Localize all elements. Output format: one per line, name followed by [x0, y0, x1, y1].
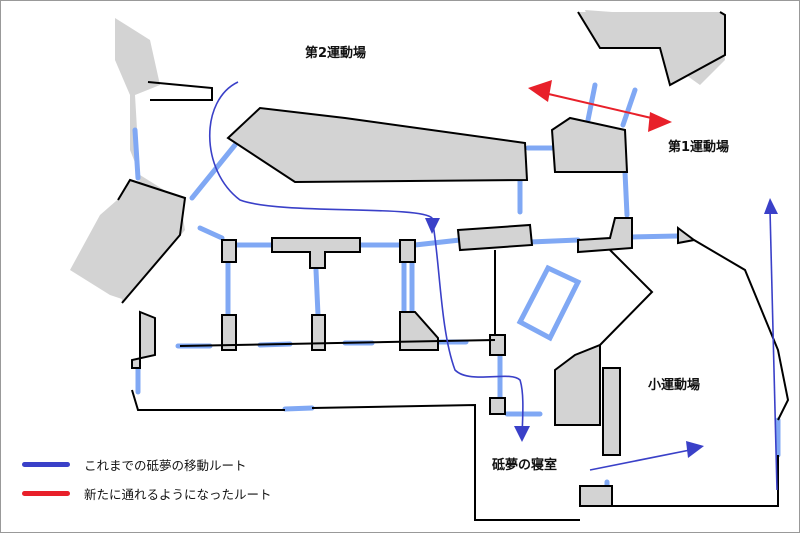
room-2 [221, 314, 237, 351]
room-8 [677, 226, 697, 245]
buildings [117, 11, 726, 507]
label-small-field: 小運動場 [648, 378, 701, 393]
walls [131, 81, 790, 521]
legend-swatch-blue [22, 462, 70, 467]
label-field1: 第1運動場 [668, 140, 730, 155]
arrow-head-bedroom [514, 426, 530, 442]
arrow-head-east [686, 441, 704, 458]
bedroom-building [554, 343, 601, 426]
building-west [117, 178, 187, 304]
room-5 [131, 310, 156, 369]
building-north-long [226, 106, 529, 184]
room-7 [579, 485, 613, 507]
legend-label: 新たに通れるようになったルート [84, 487, 272, 502]
label-bedroom: 砥夢の寝室 [492, 458, 558, 473]
room-3 [311, 314, 326, 351]
label-field2: 第2運動場 [305, 46, 367, 61]
legend-label: これまでの砥夢の移動ルート [84, 458, 247, 473]
bar-5 [399, 239, 416, 263]
arrow-head-north [764, 198, 778, 214]
building-upper-right [577, 11, 726, 87]
bar-4 [221, 239, 237, 263]
bar-2 [456, 223, 534, 252]
legend-swatch-red [22, 491, 70, 496]
building-field1-side [550, 116, 629, 173]
legend-item-past-route: これまでの砥夢の移動ルート [22, 455, 247, 474]
bar-3 [577, 217, 633, 254]
room-6 [489, 397, 506, 415]
room-1 [399, 311, 439, 351]
room-4 [489, 334, 506, 356]
arrow-head-down [425, 218, 440, 234]
route-arrowheads [425, 198, 778, 458]
new-route [528, 80, 672, 132]
legend-item-new-route: 新たに通れるようになったルート [22, 484, 272, 503]
building-tall [602, 367, 621, 456]
bar-1 [271, 237, 361, 269]
